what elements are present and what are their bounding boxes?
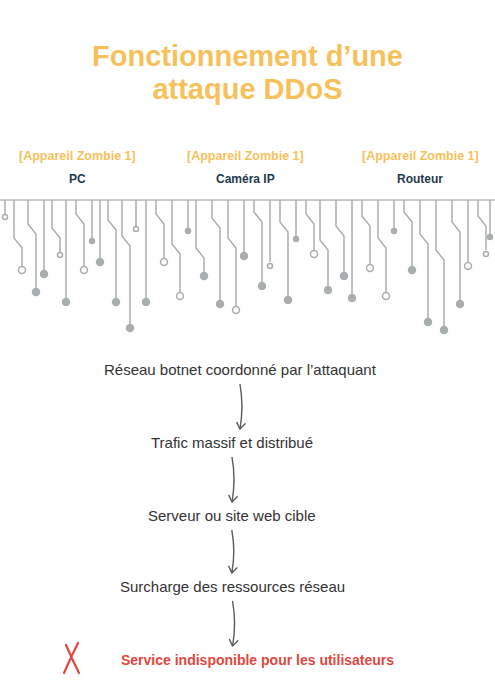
flow-arrow bbox=[237, 384, 245, 429]
circuit-pad bbox=[63, 299, 70, 306]
circuit-pad bbox=[113, 299, 120, 306]
circuit-pad bbox=[81, 267, 88, 274]
circuit-pad bbox=[127, 325, 134, 332]
title-block: Fonctionnement d’une attaque DDoS bbox=[0, 40, 495, 106]
circuit-pad bbox=[241, 253, 248, 260]
circuit-pad bbox=[367, 265, 374, 272]
circuit-pad bbox=[186, 229, 191, 234]
arrow-line bbox=[233, 601, 235, 646]
arrow-head bbox=[229, 566, 237, 573]
circuit-pad bbox=[425, 319, 432, 326]
arrow-line bbox=[232, 457, 234, 502]
result-text: Service indisponible pour les utilisateu… bbox=[121, 650, 394, 670]
arrow-line bbox=[240, 384, 242, 429]
step-node: Surcharge des ressources réseau bbox=[116, 575, 349, 599]
circuit-pad bbox=[161, 259, 168, 266]
circuit-pad bbox=[134, 227, 139, 232]
circuit-pad bbox=[484, 252, 489, 257]
circuit-pad bbox=[90, 239, 95, 244]
arrow-head bbox=[229, 495, 237, 502]
step-text: Surcharge des ressources réseau bbox=[120, 577, 345, 597]
circuit-pad bbox=[383, 293, 390, 300]
circuit-pad bbox=[285, 297, 292, 304]
device-name: Routeur bbox=[397, 172, 443, 186]
device-tag: [Appareil Zombie 1] bbox=[187, 149, 304, 163]
flow-arrow bbox=[229, 601, 237, 646]
circuit-pad bbox=[33, 289, 40, 296]
device-tag: [Appareil Zombie 1] bbox=[362, 149, 479, 163]
circuit-pad bbox=[268, 264, 273, 269]
device-name: Caméra IP bbox=[216, 172, 275, 186]
step-text: Serveur ou site web cible bbox=[148, 506, 316, 526]
circuit-pad bbox=[97, 259, 104, 266]
circuit-pad bbox=[409, 267, 416, 274]
circuit-pad bbox=[58, 253, 63, 258]
circuit-pad bbox=[3, 215, 8, 220]
arrow-head bbox=[237, 422, 245, 429]
circuit-pad bbox=[457, 301, 464, 308]
device-name: PC bbox=[69, 172, 86, 186]
step-node: Réseau botnet coordonné par l’attaquant bbox=[100, 358, 380, 382]
arrow-line bbox=[232, 530, 234, 573]
cross-mark bbox=[64, 643, 79, 673]
flow-arrow bbox=[229, 457, 237, 502]
circuit-pad bbox=[233, 307, 240, 314]
circuit-pad bbox=[325, 287, 332, 294]
circuit-pad bbox=[201, 273, 208, 280]
step-node: Trafic massif et distribué bbox=[147, 431, 317, 455]
title: Fonctionnement d’une attaque DDoS bbox=[58, 40, 438, 106]
step-text: Réseau botnet coordonné par l’attaquant bbox=[104, 360, 376, 380]
step-text: Trafic massif et distribué bbox=[151, 433, 313, 453]
circuit-pad bbox=[217, 301, 224, 308]
step-node: Serveur ou site web cible bbox=[144, 504, 320, 528]
circuit-pad bbox=[349, 295, 356, 302]
circuit-pad bbox=[488, 235, 493, 240]
arrow-head bbox=[229, 639, 237, 646]
circuit-pad bbox=[259, 283, 266, 290]
circuit-pad bbox=[465, 263, 472, 270]
circuit-pad bbox=[341, 273, 348, 280]
circuit-pad bbox=[392, 229, 397, 234]
circuit-pad bbox=[41, 271, 48, 278]
result-node: Service indisponible pour les utilisateu… bbox=[117, 648, 398, 672]
circuit-pads bbox=[3, 215, 493, 334]
circuit-pad bbox=[294, 237, 299, 242]
circuit-pad bbox=[177, 293, 184, 300]
device-tag: [Appareil Zombie 1] bbox=[19, 149, 136, 163]
circuit-pad bbox=[143, 299, 150, 306]
circuit-pad bbox=[311, 251, 318, 258]
circuit-pad bbox=[441, 327, 448, 334]
circuit-pad bbox=[19, 267, 26, 274]
flow-arrow bbox=[229, 530, 237, 573]
circuit-traces bbox=[5, 200, 490, 326]
